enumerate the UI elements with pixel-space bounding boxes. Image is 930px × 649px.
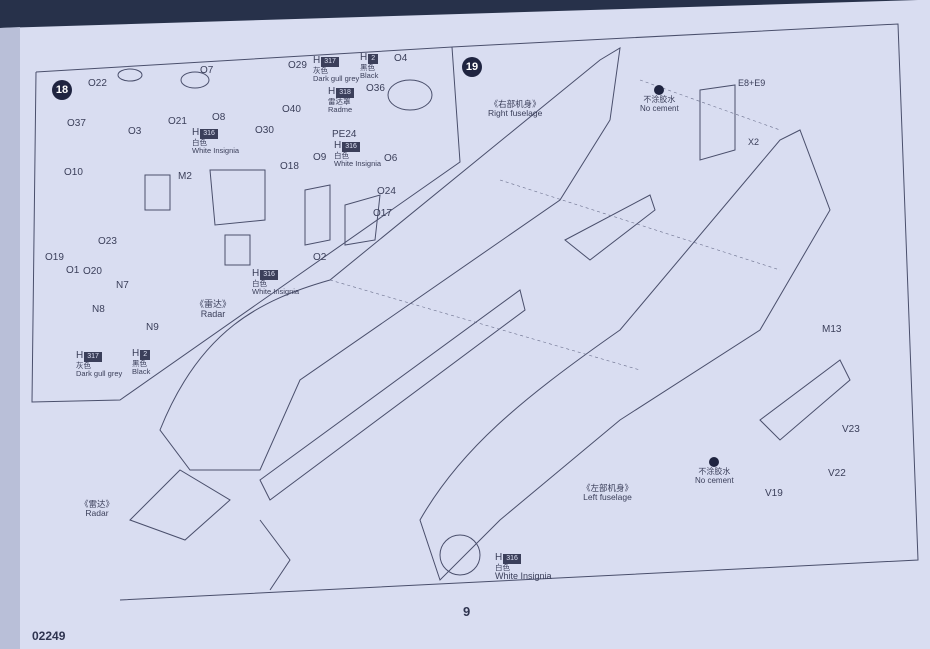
paint-cn: 白色 bbox=[495, 562, 510, 572]
radar-label-cn: 《雷达》 bbox=[195, 299, 232, 309]
part-label: O22 bbox=[88, 78, 107, 89]
part-label: O20 bbox=[83, 266, 102, 277]
part-label: O2 bbox=[313, 252, 327, 263]
part-label: O1 bbox=[66, 265, 80, 276]
paint-number: 316 bbox=[200, 129, 218, 139]
part-label: O36 bbox=[366, 83, 385, 94]
part-label: O10 bbox=[64, 167, 83, 178]
part-label: O29 bbox=[288, 60, 307, 71]
no-cement-cn: 不涂胶水 bbox=[643, 95, 676, 104]
part-label: O17 bbox=[373, 208, 392, 219]
right-fuselage-label: 《右部机身》 Right fuselage bbox=[488, 99, 543, 119]
paint-cn: 黑色 bbox=[132, 358, 147, 368]
part-label: O23 bbox=[98, 236, 117, 247]
part-label: O40 bbox=[282, 104, 301, 115]
part-label: O37 bbox=[67, 118, 86, 129]
paint-en: Dark gull grey bbox=[313, 73, 360, 83]
right-fuselage-en: Right fuselage bbox=[488, 108, 543, 119]
paint-number: 316 bbox=[342, 142, 360, 152]
part-label: E8+E9 bbox=[738, 78, 766, 88]
paint-en: White Insignia bbox=[192, 145, 240, 155]
paint-number: 317 bbox=[321, 57, 339, 67]
paint-number: 316 bbox=[260, 270, 278, 280]
right-fuselage-cn: 《右部机身》 bbox=[489, 99, 541, 109]
part-label: V23 bbox=[842, 424, 860, 435]
paint-cn: 白色 bbox=[252, 278, 267, 288]
page-number: 9 bbox=[463, 604, 471, 619]
no-cement-note-2: 不涂胶水 No cement bbox=[695, 457, 734, 486]
paint-cn: 灰色 bbox=[313, 65, 328, 75]
paint-code: H bbox=[313, 55, 321, 66]
part-label: V22 bbox=[828, 468, 846, 479]
paint-en: Radme bbox=[328, 104, 353, 114]
paint-cn: 白色 bbox=[192, 137, 207, 147]
left-fuselage-cn: 《左部机身》 bbox=[582, 483, 634, 493]
paint-code: H bbox=[328, 86, 336, 97]
paint-en: White Insignia bbox=[334, 158, 382, 168]
paint-cn: 白色 bbox=[334, 150, 349, 160]
part-label: N7 bbox=[116, 280, 129, 291]
part-label: PE24 bbox=[332, 129, 357, 140]
paint-code: H bbox=[360, 52, 368, 63]
kit-code: 02249 bbox=[32, 629, 66, 643]
radar-en: Radar bbox=[85, 508, 109, 519]
left-fuselage-en: Left fuselage bbox=[583, 492, 632, 503]
part-label: O3 bbox=[128, 126, 142, 137]
paint-cn: 雷达罩 bbox=[328, 96, 351, 106]
radar-label-19: 《雷达》 Radar bbox=[80, 499, 115, 519]
part-label: O24 bbox=[377, 186, 396, 197]
paint-cn: 灰色 bbox=[76, 360, 91, 370]
part-label: X2 bbox=[748, 137, 760, 147]
paint-en: Dark gull grey bbox=[76, 368, 123, 378]
paint-code: H bbox=[252, 268, 260, 279]
paint-en: White Insignia bbox=[252, 286, 300, 296]
left-fuselage-label: 《左部机身》 Left fuselage bbox=[582, 483, 634, 503]
part-label: O8 bbox=[212, 112, 226, 123]
paint-code: H bbox=[334, 140, 342, 151]
paint-en: Black bbox=[360, 70, 379, 80]
part-label: O4 bbox=[394, 53, 408, 64]
radar-label: 《雷达》 Radar bbox=[195, 299, 232, 320]
part-label: M2 bbox=[178, 171, 192, 182]
part-label: O19 bbox=[45, 252, 64, 263]
no-glue-icon bbox=[654, 85, 665, 95]
part-label: M13 bbox=[822, 324, 842, 335]
radar-label-en: Radar bbox=[200, 308, 226, 319]
paint-cn: 黑色 bbox=[360, 62, 375, 72]
part-label: O6 bbox=[384, 153, 398, 164]
no-cement-note: 不涂胶水 No cement bbox=[640, 85, 679, 114]
part-label: N9 bbox=[146, 322, 159, 333]
part-label: V19 bbox=[765, 488, 783, 499]
part-label: O21 bbox=[168, 116, 187, 127]
no-cement-en: No cement bbox=[640, 103, 679, 113]
radar-cn: 《雷达》 bbox=[80, 499, 115, 509]
paint-number: 316 bbox=[503, 554, 521, 564]
step-18-badge: 18 bbox=[52, 80, 72, 100]
part-label: O7 bbox=[200, 65, 214, 76]
part-label: O9 bbox=[313, 152, 327, 163]
paint-number: 317 bbox=[84, 352, 102, 362]
paint-code: H bbox=[76, 350, 84, 361]
part-label: O30 bbox=[255, 125, 274, 136]
no-glue-icon bbox=[709, 457, 720, 467]
paint-code: H bbox=[132, 348, 140, 359]
step-19-badge: 19 bbox=[462, 57, 482, 77]
part-label: O18 bbox=[280, 161, 299, 172]
no-cement-cn: 不涂胶水 bbox=[698, 467, 731, 476]
paint-code: H bbox=[495, 552, 503, 563]
paint-code: H bbox=[192, 127, 200, 138]
no-cement-en: No cement bbox=[695, 475, 734, 485]
paint-en: Black bbox=[132, 366, 151, 376]
paint-en: White Insignia bbox=[495, 570, 552, 581]
part-label: N8 bbox=[92, 304, 105, 315]
